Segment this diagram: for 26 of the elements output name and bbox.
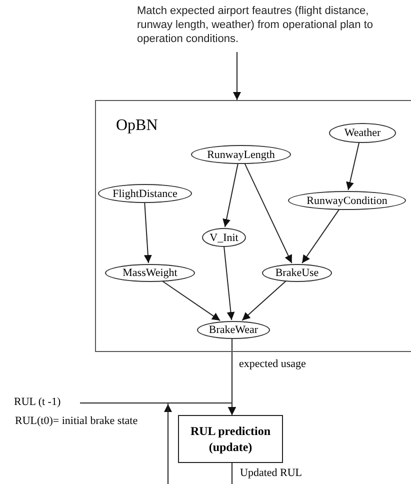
edge-label: Updated RUL — [239, 467, 304, 479]
arrow — [244, 162, 292, 264]
arrow — [222, 162, 239, 228]
variable-ellipse: MassWeight — [105, 264, 195, 282]
process-box: RUL prediction (update) — [178, 415, 283, 463]
variable-ellipse: RunwayLength — [191, 145, 291, 164]
variable-ellipse: BrakeUse — [262, 264, 332, 282]
arrow — [164, 402, 236, 484]
variable-ellipse: V_Init — [202, 228, 246, 247]
arrow — [161, 280, 221, 322]
variable-ellipse: BrakeWear — [197, 321, 270, 339]
variable-ellipse: RunwayCondition — [288, 191, 406, 210]
arrow — [242, 280, 287, 321]
input-label: RUL (t -1) — [14, 396, 62, 408]
edge-label: expected usage — [238, 358, 307, 370]
frame-title: OpBN — [116, 117, 158, 135]
variable-ellipse: FlightDistance — [98, 184, 192, 203]
note-text: Match expected airport feautres (flight distance, runway length, weather) from operational plan to operation conditions. — [137, 4, 374, 46]
arrow — [223, 246, 235, 320]
variable-ellipse: Weather — [329, 123, 396, 143]
arrow — [233, 52, 241, 100]
arrow — [346, 141, 360, 190]
arrow — [302, 208, 340, 264]
note-text: RUL(t0)= initial brake state — [14, 415, 139, 427]
network-frame — [95, 100, 411, 352]
arrow — [144, 202, 152, 264]
